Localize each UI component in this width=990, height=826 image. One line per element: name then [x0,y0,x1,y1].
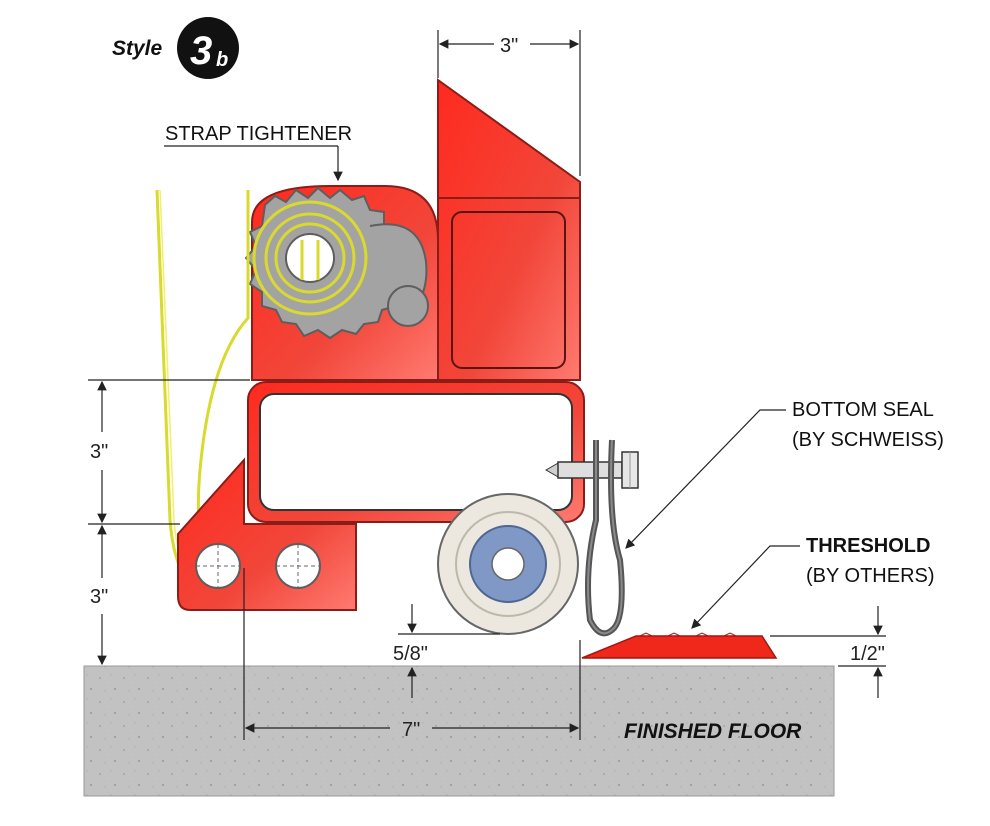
dim-top-width: 3" [500,35,518,57]
dim-lower-height: 3" [90,586,108,608]
label-threshold: THRESHOLD [806,535,930,557]
label-threshold-by: (BY OTHERS) [806,565,935,587]
label-bottom-seal-by: (BY SCHWEISS) [792,429,944,451]
lower-bracket [177,457,357,611]
style-label: Style [112,37,163,60]
finished-floor-label: FINISHED FLOOR [624,720,802,743]
roller [437,493,579,635]
dim-threshold-height: 1/2" [850,643,885,665]
dim-roller-clearance: 5/8" [393,643,428,665]
threshold [581,632,778,659]
finished-floor: FINISHED FLOOR [83,665,835,797]
dimension-lines [88,30,886,740]
badge-number: 3 [190,29,212,73]
style-badge: Style 3 b [112,17,239,79]
bottom-seal [585,439,625,637]
badge-circle [177,17,239,79]
dim-overall-width: 7" [402,719,420,741]
side-channel [437,78,581,381]
label-strap-tightener: STRAP TIGHTENER [165,123,352,145]
ratchet-gear [244,186,429,340]
bolt [544,451,639,489]
label-bottom-seal: BOTTOM SEAL [792,399,934,421]
badge-letter: b [216,49,228,71]
dim-upper-height: 3" [90,441,108,463]
bottom-tube [247,381,585,523]
